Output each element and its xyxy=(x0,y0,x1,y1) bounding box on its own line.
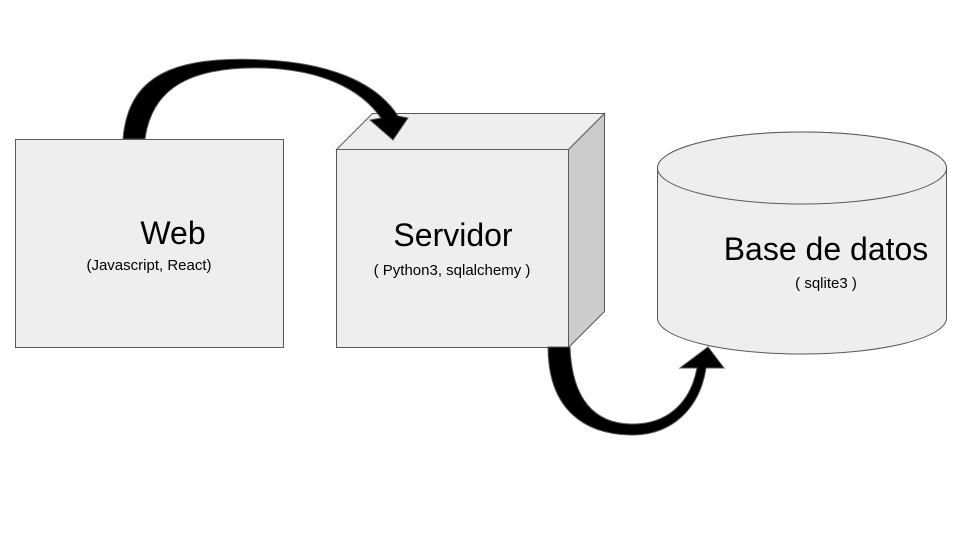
web-box xyxy=(15,139,284,348)
server-title: Servidor xyxy=(393,217,513,253)
server-node: Servidor ( Python3, sqlalchemy ) xyxy=(335,112,606,349)
server-cube-front xyxy=(336,149,569,348)
web-subtitle: (Javascript, React) xyxy=(86,257,211,274)
server-cube-side xyxy=(568,112,605,349)
database-subtitle: ( sqlite3 ) xyxy=(795,275,857,292)
database-title: Base de datos xyxy=(724,231,929,267)
database-cylinder-top xyxy=(657,131,947,205)
database-node: Base de datos ( sqlite3 ) xyxy=(657,131,947,355)
web-title: Web xyxy=(140,215,205,251)
web-node: Web (Javascript, React) xyxy=(15,139,284,348)
server-subtitle: ( Python3, sqlalchemy ) xyxy=(374,262,531,279)
arrow-web-to-server xyxy=(122,58,409,141)
arrow-server-to-database xyxy=(547,346,726,436)
